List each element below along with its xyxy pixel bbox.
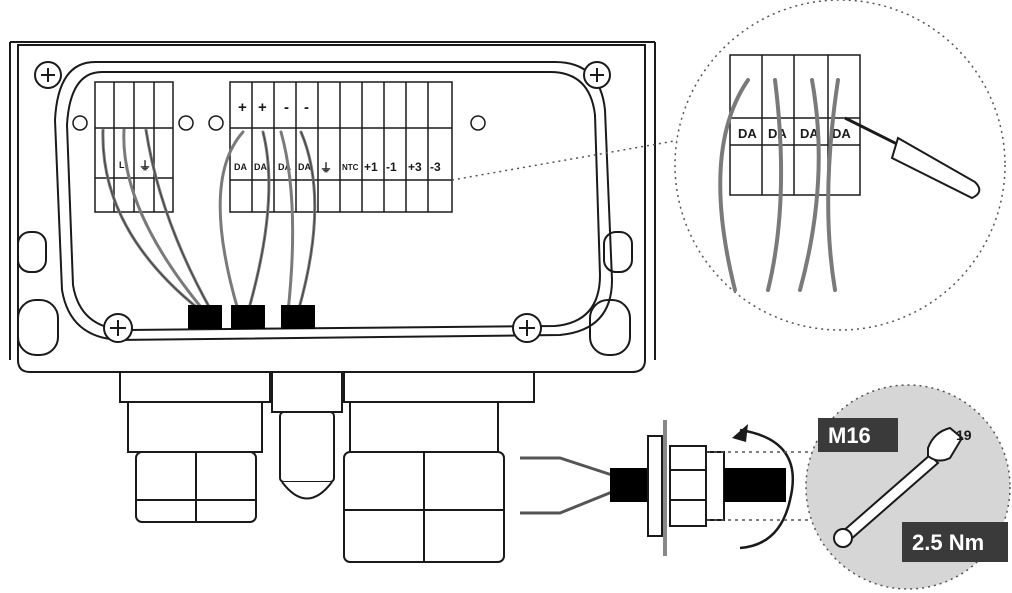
zoom-terminal-label: DA (738, 126, 757, 141)
arrow-head-icon (732, 424, 748, 442)
cable-gland-left (119, 371, 271, 523)
terminal-label: -3 (430, 160, 441, 174)
zoom-terminal-label: DA (832, 126, 851, 141)
wrench-icon (833, 426, 964, 548)
zoom-wires (718, 78, 840, 292)
screw-icon (583, 61, 611, 89)
gland-locknut (647, 435, 663, 537)
torque-label: 2.5 Nm (912, 530, 984, 555)
terminal-label: ⏚ (320, 161, 332, 175)
polarity-label: - (284, 99, 289, 116)
signal-label: DA (278, 162, 291, 172)
polarity-label: + (258, 99, 267, 116)
screw-icon (103, 313, 133, 343)
rotation-arrow-icon (739, 428, 795, 550)
terminal-label: +3 (408, 160, 422, 174)
cable-gland-center (271, 371, 343, 500)
cable-gland-right (343, 371, 535, 563)
zoom-terminal-label: DA (768, 126, 787, 141)
polarity-label: - (304, 99, 309, 116)
signal-label: DA (254, 162, 267, 172)
size-label-box (818, 418, 898, 452)
zoom-terminal-label: DA (800, 126, 819, 141)
screw-icon (34, 61, 62, 89)
cable-ferrule (188, 305, 222, 329)
cable-jacket (724, 468, 786, 502)
gland-body (669, 445, 725, 527)
terminal-label: NTC (342, 163, 359, 172)
screwdriver-icon (844, 116, 981, 200)
terminal-label: -1 (386, 160, 397, 174)
wires-outline (102, 129, 316, 313)
gland-size-label: M16 (828, 423, 871, 448)
terminal-label: +1 (364, 160, 378, 174)
polarity-label: + (238, 99, 247, 116)
cable-wires-side (520, 456, 613, 515)
terminal-label: L (119, 160, 125, 170)
cable-ferrule (231, 305, 265, 329)
torque-label-box (902, 522, 1008, 562)
wrench-size-label: 19 (956, 427, 972, 443)
zoom-leader-line (451, 139, 681, 181)
screw-icon (512, 313, 542, 343)
cable-ferrule (281, 305, 315, 329)
signal-label: DA (298, 162, 311, 172)
signal-label: DA (234, 162, 247, 172)
zoom-terminal-block (729, 54, 861, 196)
screw-icon (72, 115, 486, 131)
terminal-label: ⏚ (139, 159, 151, 173)
